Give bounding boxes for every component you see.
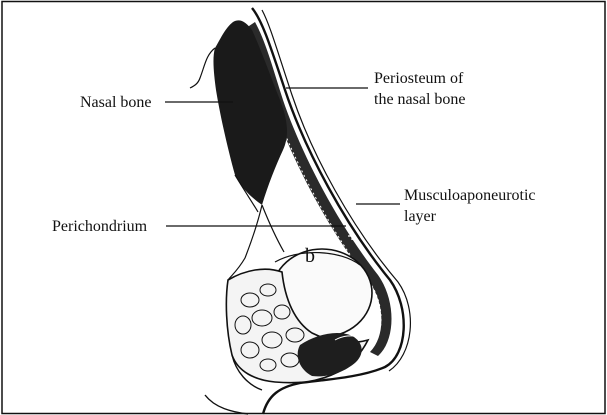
label-periosteum-2: the nasal bone	[374, 91, 466, 108]
label-perichondrium: Perichondrium	[52, 218, 148, 235]
cartilage-marker-b: b	[305, 245, 315, 267]
label-periosteum-1: Periosteum of	[374, 70, 464, 87]
nasal-bone-shape	[213, 20, 287, 205]
label-musculo-1: Musculoaponeurotic	[404, 187, 536, 204]
label-nasal-bone: Nasal bone	[80, 94, 152, 111]
label-musculo-2: layer	[404, 208, 437, 225]
nasal-bone-fracture-edge	[190, 48, 215, 88]
